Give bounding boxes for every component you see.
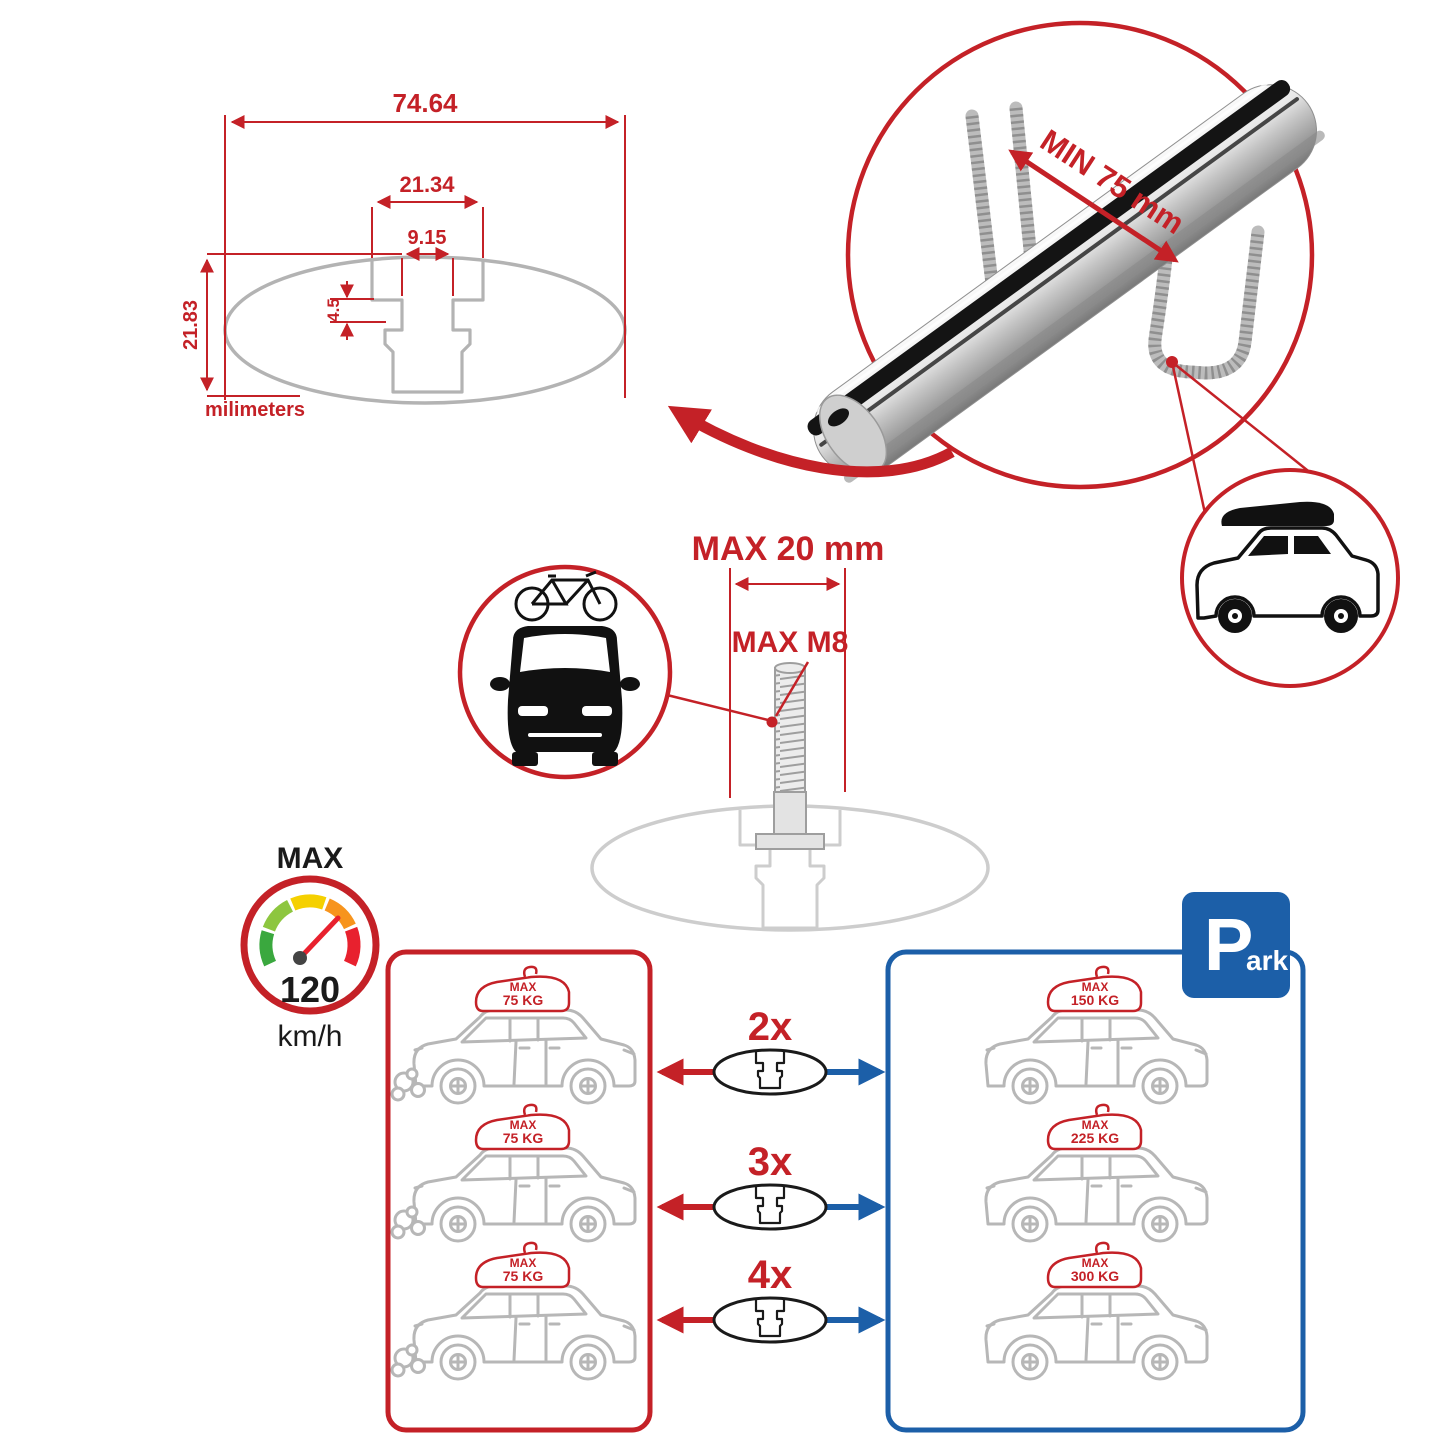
dim-slot-width-label: 9.15 — [408, 227, 447, 249]
bolt-spec-diagram: MAX 20 mm MAX M8 — [457, 530, 990, 932]
threaded-bolt-icon — [755, 662, 825, 850]
dim-channel-width-label: 21.34 — [399, 172, 455, 197]
multiplier-label: 4x — [748, 1253, 793, 1297]
roof-load-badge-value: 75 KG — [503, 1130, 544, 1146]
bolt-callout-line2 — [774, 661, 810, 717]
roof-load-badge-label: MAX — [1082, 1118, 1109, 1132]
driving-panel-border — [385, 949, 653, 1433]
speed-max-label: MAX — [277, 842, 344, 875]
bolt-max-thread-label: MAX M8 — [732, 626, 849, 659]
dim-total-width-label: 74.64 — [392, 88, 458, 118]
callout-line — [1171, 361, 1333, 491]
bolt-callout-line — [666, 693, 769, 722]
suv-side-icon — [984, 1142, 1209, 1243]
roof-load-badge-label: MAX — [510, 980, 537, 994]
min-span-arrow — [1008, 149, 1179, 263]
roof-load-badge-label: MAX — [1082, 980, 1109, 994]
roof-load-badge-value: 75 KG — [503, 992, 544, 1008]
crossbar-cross-section-icon — [712, 1048, 828, 1096]
leader-arrow — [667, 405, 955, 478]
roofbox-car-circle — [1180, 468, 1400, 688]
roof-load-badge-label: MAX — [510, 1256, 537, 1270]
multiplier-label: 3x — [748, 1140, 793, 1184]
park-sign-letter: P — [1204, 903, 1253, 986]
dim-total-height-label: 21.83 — [180, 300, 202, 350]
dim-lip-height-label: 4.5 — [324, 298, 343, 322]
suv-side-icon — [412, 1004, 637, 1105]
roof-load-badge-label: MAX — [510, 1118, 537, 1132]
speed-unit: km/h — [277, 1020, 342, 1053]
parked-panel: MAX 150 KG MAX 225 KG MAX 300 KG P ark — [885, 892, 1306, 1433]
speedometer-gauge-icon: 120 — [240, 875, 380, 1015]
bicycle-icon — [514, 570, 618, 622]
suv-side-icon — [984, 1280, 1209, 1381]
speed-value: 120 — [280, 969, 340, 1010]
roof-load-badge-label: MAX — [1082, 1256, 1109, 1270]
bar-detail-circle: MIN 75 mm — [801, 20, 1333, 551]
crossbar-cross-section-icon — [712, 1183, 828, 1231]
roof-load-badge-value: 300 KG — [1071, 1268, 1119, 1284]
multiplier-label: 2x — [748, 1005, 793, 1049]
bolt-max-length-label: MAX 20 mm — [692, 530, 885, 568]
crossbar-cross-section-icon — [712, 1296, 828, 1344]
roof-load-badge-value: 150 KG — [1071, 992, 1119, 1008]
park-sign: P ark — [1182, 892, 1290, 998]
driving-panel: MAX 75 KG MAX 75 KG MAX 75 KG — [385, 949, 653, 1433]
suv-roofbox-icon — [1195, 501, 1380, 633]
cross-section-diagram: 74.64 21.34 9.15 4.5 21.83 milimeters — [180, 88, 627, 421]
crossbar-count-arrows: 2x 3x 4x — [656, 1005, 886, 1344]
suv-side-icon — [984, 1004, 1209, 1105]
roof-load-badge-value: 75 KG — [503, 1268, 544, 1284]
bar-profile-ellipse — [223, 255, 627, 405]
t-slot-profile — [370, 260, 485, 394]
units-label: milimeters — [205, 399, 305, 421]
parked-panel-border — [885, 949, 1306, 1433]
bolt-callout-dot — [766, 716, 778, 728]
car-front-icon — [490, 626, 640, 766]
bike-car-circle — [457, 564, 673, 780]
suv-side-icon — [412, 1142, 637, 1243]
suv-side-icon — [412, 1280, 637, 1381]
park-sign-suffix: ark — [1246, 945, 1288, 976]
roof-load-badge-value: 225 KG — [1071, 1130, 1119, 1146]
speed-limit-group: MAX 120 km/h — [240, 842, 380, 1053]
faint-t-slot-profile — [738, 810, 842, 930]
